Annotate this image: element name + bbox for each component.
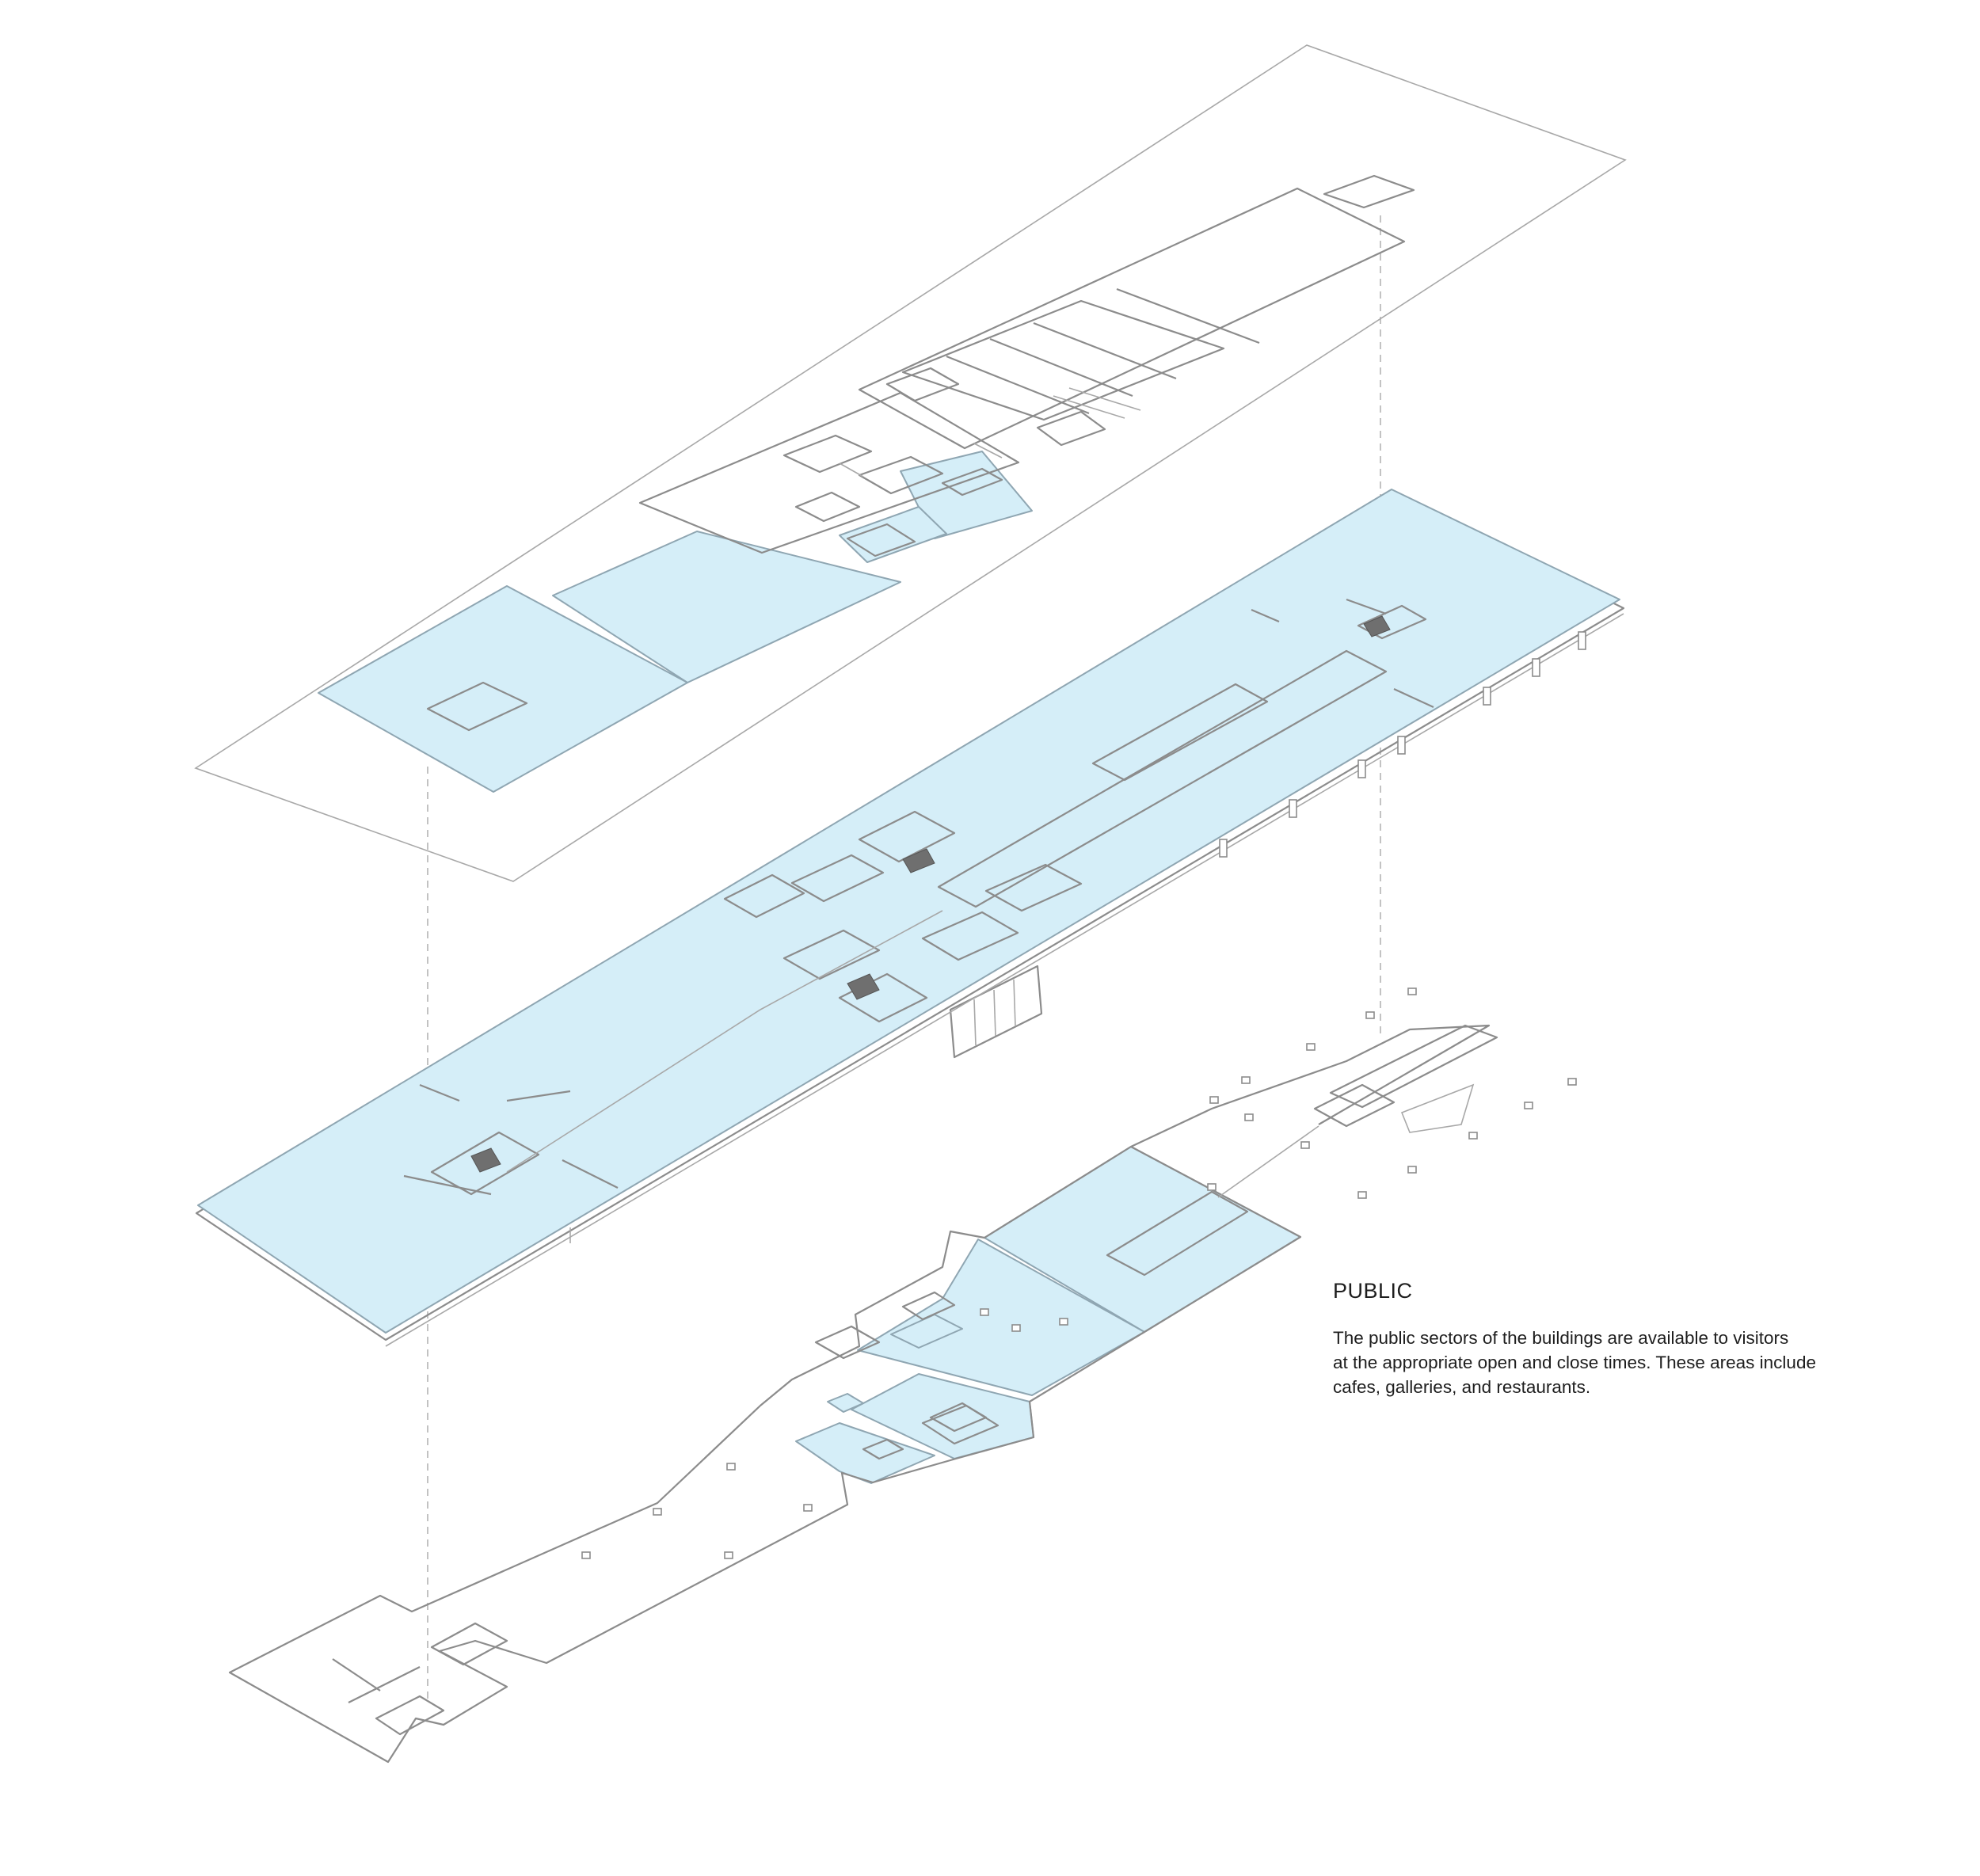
upper-floor-plan: [194, 44, 1627, 882]
middle-floor-entry: [949, 965, 1043, 1059]
lower-public-zone-tail: [795, 1422, 935, 1484]
lower-floor-outline: [228, 1145, 1302, 1764]
middle-floor-partitions: [403, 598, 1434, 1196]
upper-public-zone-central: [552, 531, 901, 683]
upper-public-zone-link: [839, 506, 947, 563]
middle-floor-plan: [195, 489, 1625, 1347]
lower-floor-columns: [581, 987, 1577, 1559]
upper-floor-site-outline: [194, 44, 1627, 882]
lower-floor-walkway: [1130, 1024, 1498, 1198]
legend-description-line: The public sectors of the buildings are …: [1333, 1328, 1789, 1348]
middle-public-zone: [197, 489, 1620, 1334]
legend-description-line: at the appropriate open and close times.…: [1333, 1353, 1816, 1372]
middle-floor-columns: [1219, 631, 1586, 858]
middle-floor-stairs: [470, 615, 1391, 1173]
lower-public-zone-small: [827, 1393, 864, 1413]
lower-public-zone-wing: [890, 1314, 963, 1349]
upper-floor-walls: [426, 174, 1415, 732]
legend: PUBLIC The public sectors of the buildin…: [1333, 1279, 1935, 1399]
middle-floor-voids: [430, 604, 1427, 1196]
legend-title: PUBLIC: [1333, 1279, 1413, 1303]
middle-floor-underside: [385, 613, 1624, 1347]
legend-description: The public sectors of the buildings are …: [1333, 1326, 1935, 1399]
lower-public-zone-center: [857, 1239, 1145, 1396]
lower-floor-rooms: [332, 1190, 1249, 1736]
lower-floor-plan: [228, 987, 1577, 1764]
legend-description-line: cafes, galleries, and restaurants.: [1333, 1377, 1591, 1397]
